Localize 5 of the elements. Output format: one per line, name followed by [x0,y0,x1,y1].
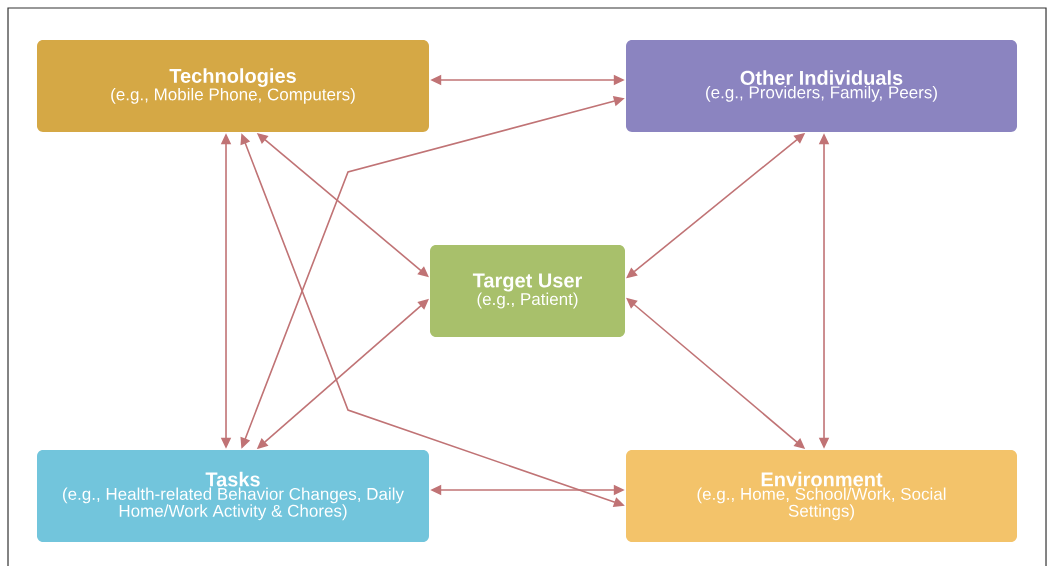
category-box: Tasks (e.g., Health-related Behavior Changes, Daily Home/Work Activity & Chores) [37,450,429,542]
category-box: Environment (e.g., Home, School/Work, Social Settings) [626,450,1017,542]
category-box: Target User (e.g., Patient) [430,245,625,337]
category-box: Technologies (e.g., Mobile Phone, Computers) [37,40,429,132]
category-box: Other Individuals (e.g., Providers, Family, Peers) [626,40,1017,132]
